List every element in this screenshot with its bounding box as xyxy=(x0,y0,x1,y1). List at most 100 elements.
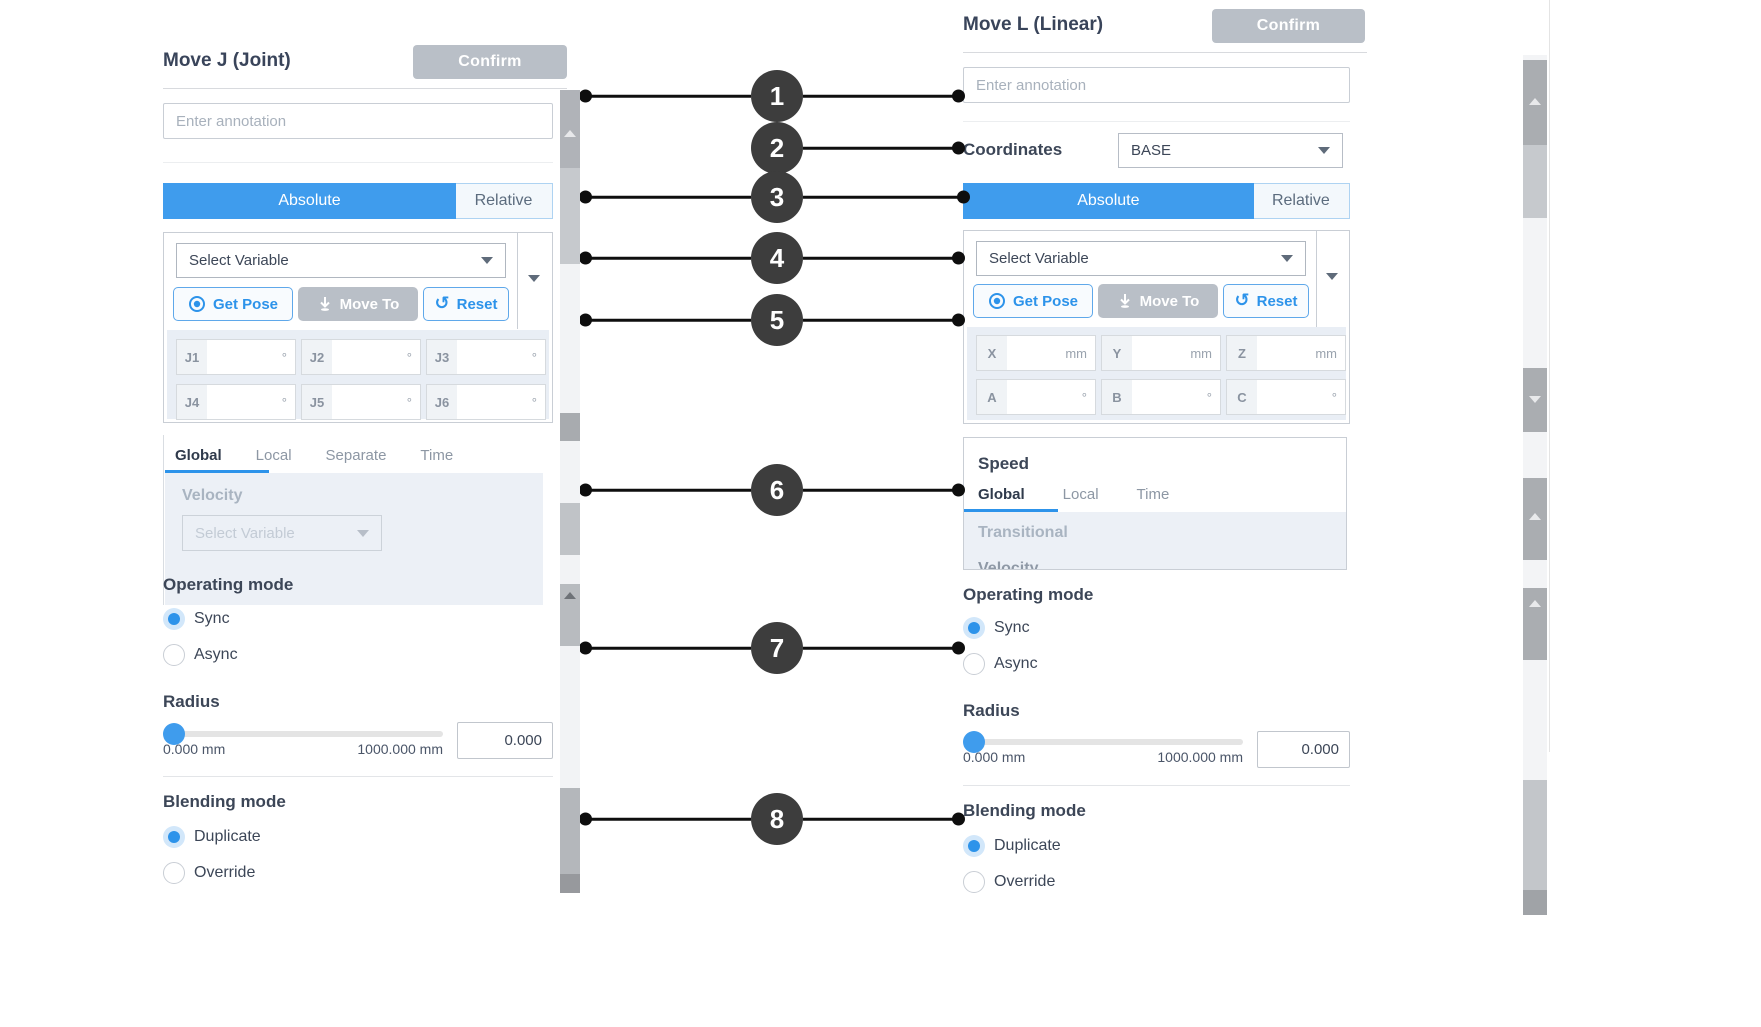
field-unit: ° xyxy=(281,394,287,410)
coordinates-select[interactable]: BASE xyxy=(1118,133,1343,168)
get-pose-button[interactable]: Get Pose xyxy=(973,284,1093,318)
field-label: B xyxy=(1102,380,1132,414)
joint-field-j3[interactable]: J3° xyxy=(426,339,546,375)
chevron-down-icon[interactable] xyxy=(528,275,540,282)
scroll-up-icon[interactable] xyxy=(1529,513,1541,520)
radio-override[interactable]: Override xyxy=(963,870,1055,893)
radius-slider[interactable] xyxy=(963,730,1243,754)
endpoint-dot xyxy=(952,812,965,826)
radius-value-input[interactable] xyxy=(457,722,553,759)
confirm-button[interactable]: Confirm xyxy=(413,45,567,79)
variable-select[interactable]: Select Variable xyxy=(176,243,506,278)
scrollbar-thumb[interactable] xyxy=(1523,588,1547,660)
pose-input-b[interactable] xyxy=(1132,389,1207,405)
scroll-up-icon[interactable] xyxy=(1529,600,1541,607)
tab-relative[interactable]: Relative xyxy=(474,192,533,209)
scrollbar-thumb[interactable] xyxy=(1523,890,1547,915)
variable-select[interactable]: Select Variable xyxy=(976,241,1306,276)
tab-time[interactable]: Time xyxy=(1136,486,1170,503)
annotation-input[interactable] xyxy=(963,67,1350,103)
scrollbar-thumb[interactable] xyxy=(560,584,580,646)
left-scrollbar[interactable] xyxy=(560,90,580,893)
radio-selected-icon xyxy=(163,825,185,848)
radio-async[interactable]: Async xyxy=(963,652,1038,675)
tab-global[interactable]: Global xyxy=(175,447,222,464)
get-pose-button[interactable]: Get Pose xyxy=(173,287,293,321)
confirm-button[interactable]: Confirm xyxy=(1212,9,1365,43)
pose-input-z[interactable] xyxy=(1257,345,1316,361)
connector-line xyxy=(585,195,751,199)
move-to-button[interactable]: Move To xyxy=(298,287,418,321)
radius-slider[interactable] xyxy=(163,722,443,746)
radio-sync[interactable]: Sync xyxy=(163,607,230,630)
scrollbar-thumb[interactable] xyxy=(560,874,580,893)
right-scrollbar[interactable] xyxy=(1523,55,1547,915)
joint-field-j6[interactable]: J6° xyxy=(426,384,546,420)
pose-field-a[interactable]: A° xyxy=(976,379,1096,415)
radius-value-input[interactable] xyxy=(1257,731,1350,768)
radio-label: Async xyxy=(194,645,238,663)
scrollbar-thumb[interactable] xyxy=(560,168,580,264)
slider-track[interactable] xyxy=(163,731,443,737)
scroll-up-icon[interactable] xyxy=(564,592,576,599)
radio-override[interactable]: Override xyxy=(163,861,255,884)
chevron-down-icon[interactable] xyxy=(1326,273,1338,280)
tab-time[interactable]: Time xyxy=(420,447,454,464)
joint-input-j3[interactable] xyxy=(457,349,532,365)
joint-input-j4[interactable] xyxy=(207,394,282,410)
tab-separate[interactable]: Separate xyxy=(325,447,387,464)
radio-duplicate[interactable]: Duplicate xyxy=(163,825,261,848)
scroll-down-icon[interactable] xyxy=(1529,396,1541,403)
radio-async[interactable]: Async xyxy=(163,643,238,666)
radio-duplicate[interactable]: Duplicate xyxy=(963,834,1061,857)
divider xyxy=(963,52,1367,53)
scrollbar-thumb[interactable] xyxy=(560,788,580,874)
pose-field-c[interactable]: C° xyxy=(1226,379,1346,415)
scrollbar-thumb[interactable] xyxy=(1523,780,1547,890)
slider-thumb[interactable] xyxy=(963,731,985,753)
joint-field-j2[interactable]: J2° xyxy=(301,339,421,375)
annotation-input[interactable] xyxy=(163,103,553,139)
joint-field-j4[interactable]: J4° xyxy=(176,384,296,420)
reset-button[interactable]: ↺ Reset xyxy=(423,287,509,321)
pose-input-x[interactable] xyxy=(1007,345,1066,361)
joint-field-j1[interactable]: J1° xyxy=(176,339,296,375)
active-tab-underline xyxy=(964,509,1058,512)
scrollbar-thumb[interactable] xyxy=(560,413,580,441)
joint-field-j5[interactable]: J5° xyxy=(301,384,421,420)
slider-track[interactable] xyxy=(963,739,1243,745)
scrollbar-thumb[interactable] xyxy=(1523,60,1547,145)
pose-input-c[interactable] xyxy=(1257,389,1332,405)
scrollbar-thumb[interactable] xyxy=(560,90,580,168)
tab-absolute[interactable]: Absolute xyxy=(163,183,456,219)
scrollbar-thumb[interactable] xyxy=(1523,368,1547,432)
tab-local[interactable]: Local xyxy=(255,447,292,464)
tab-global[interactable]: Global xyxy=(978,486,1025,503)
scroll-up-icon[interactable] xyxy=(1529,98,1541,105)
reset-button[interactable]: ↺ Reset xyxy=(1223,284,1309,318)
pose-input-a[interactable] xyxy=(1007,389,1082,405)
joint-input-j5[interactable] xyxy=(332,394,407,410)
velocity-select[interactable]: Select Variable xyxy=(182,515,382,551)
scrollbar-thumb[interactable] xyxy=(1523,145,1547,218)
joint-input-j6[interactable] xyxy=(457,394,532,410)
pose-groupbox: Select Variable Get Pose Move To ↺ Reset xyxy=(963,230,1350,424)
scroll-up-icon[interactable] xyxy=(564,130,576,137)
joint-input-j2[interactable] xyxy=(332,349,407,365)
pose-input-y[interactable] xyxy=(1132,345,1191,361)
chevron-down-icon xyxy=(481,257,493,264)
tab-relative[interactable]: Relative xyxy=(1271,192,1330,209)
tab-absolute[interactable]: Absolute xyxy=(963,183,1254,219)
slider-thumb[interactable] xyxy=(163,723,185,745)
scrollbar-thumb[interactable] xyxy=(560,503,580,555)
move-to-button[interactable]: Move To xyxy=(1098,284,1218,318)
pose-field-b[interactable]: B° xyxy=(1101,379,1221,415)
joint-input-j1[interactable] xyxy=(207,349,282,365)
tab-local[interactable]: Local xyxy=(1062,486,1099,503)
radio-sync[interactable]: Sync xyxy=(963,616,1030,639)
scrollbar-thumb[interactable] xyxy=(1523,478,1547,560)
